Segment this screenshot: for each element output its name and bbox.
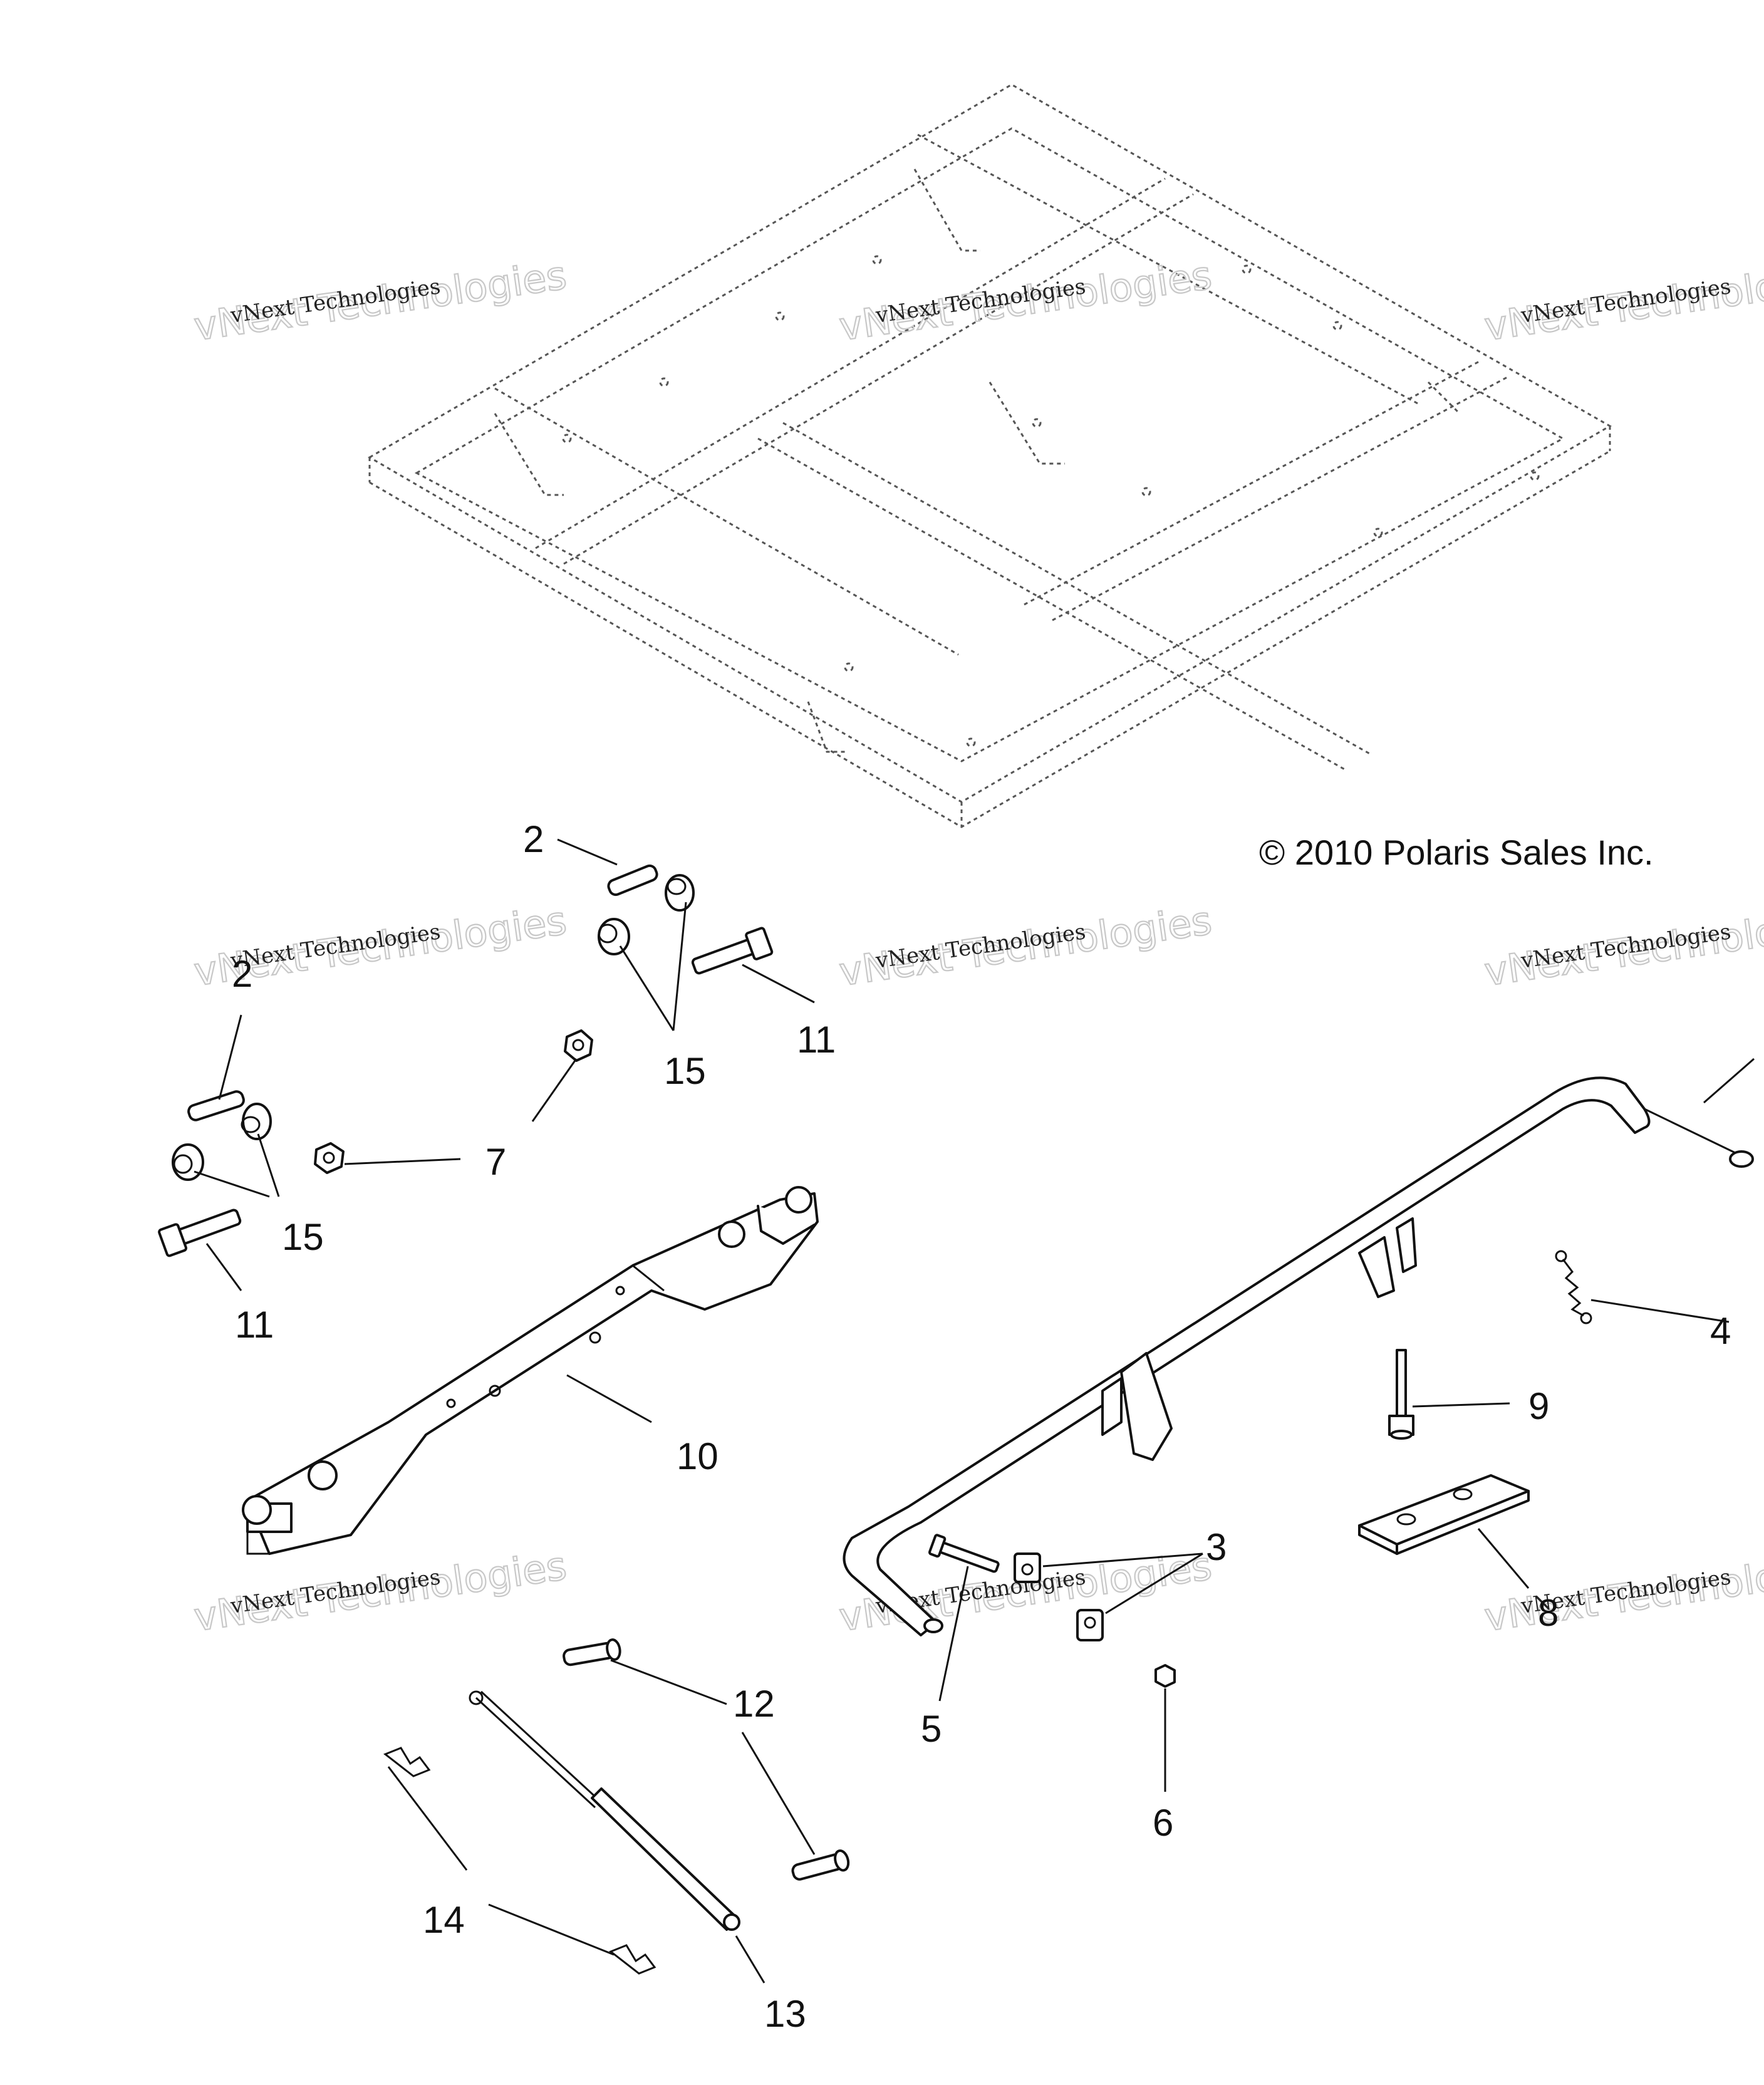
- support-rail-part: [242, 1186, 819, 1555]
- clevis-pin-part: [791, 1849, 850, 1881]
- plate-part: [1358, 1474, 1530, 1555]
- callout-7: 7: [485, 1141, 506, 1183]
- pin-part: [187, 1090, 245, 1121]
- pin-part: [607, 864, 658, 897]
- latch-bar-part: [843, 1076, 1754, 1636]
- leader-lines: [194, 838, 1755, 1984]
- spring-part: [1555, 1250, 1592, 1324]
- callout-11-upper: 11: [797, 1019, 836, 1061]
- bushing-part: [665, 874, 695, 912]
- copyright-notice: © 2010 Polaris Sales Inc.: [1259, 833, 1654, 872]
- callout-6: 6: [1153, 1802, 1173, 1844]
- rivet-part: [1388, 1349, 1414, 1440]
- callout-3: 3: [1206, 1526, 1227, 1568]
- callout-labels: 2 2 11 15 7 15 11 10 4 9 3 8 5 6 12 14 1…: [232, 818, 1731, 2035]
- nut-part: [1154, 1664, 1176, 1688]
- bolt-part: [158, 1209, 242, 1257]
- callout-5: 5: [921, 1708, 942, 1750]
- clevis-pin-part: [563, 1638, 621, 1666]
- latch-block-part: [1014, 1552, 1104, 1641]
- callout-14: 14: [423, 1899, 465, 1941]
- callout-2-left: 2: [232, 953, 252, 995]
- callout-8: 8: [1538, 1592, 1559, 1634]
- bushing-part: [241, 1103, 272, 1140]
- bolt-part: [691, 927, 774, 975]
- hardware-group-upper: [564, 864, 774, 1062]
- callout-2-upper: 2: [523, 818, 544, 860]
- cargo-box-frame: [368, 83, 1612, 828]
- nut-part: [314, 1142, 345, 1174]
- hair-clip-part: [383, 1747, 656, 1975]
- callout-10: 10: [677, 1435, 719, 1477]
- callout-12: 12: [733, 1683, 775, 1725]
- bushing-part: [598, 918, 630, 955]
- nut-part: [564, 1029, 593, 1062]
- callout-13: 13: [764, 1993, 806, 2035]
- bushing-part: [172, 1143, 204, 1181]
- hardware-group-left: [158, 1090, 345, 1257]
- callout-9: 9: [1528, 1385, 1549, 1427]
- callout-11-left: 11: [235, 1304, 274, 1346]
- callout-4: 4: [1710, 1310, 1731, 1352]
- callout-15-upper: 15: [664, 1050, 706, 1092]
- callout-15-left: 15: [282, 1216, 324, 1258]
- screw-part: [928, 1534, 1000, 1573]
- gas-strut-part: [469, 1690, 740, 1931]
